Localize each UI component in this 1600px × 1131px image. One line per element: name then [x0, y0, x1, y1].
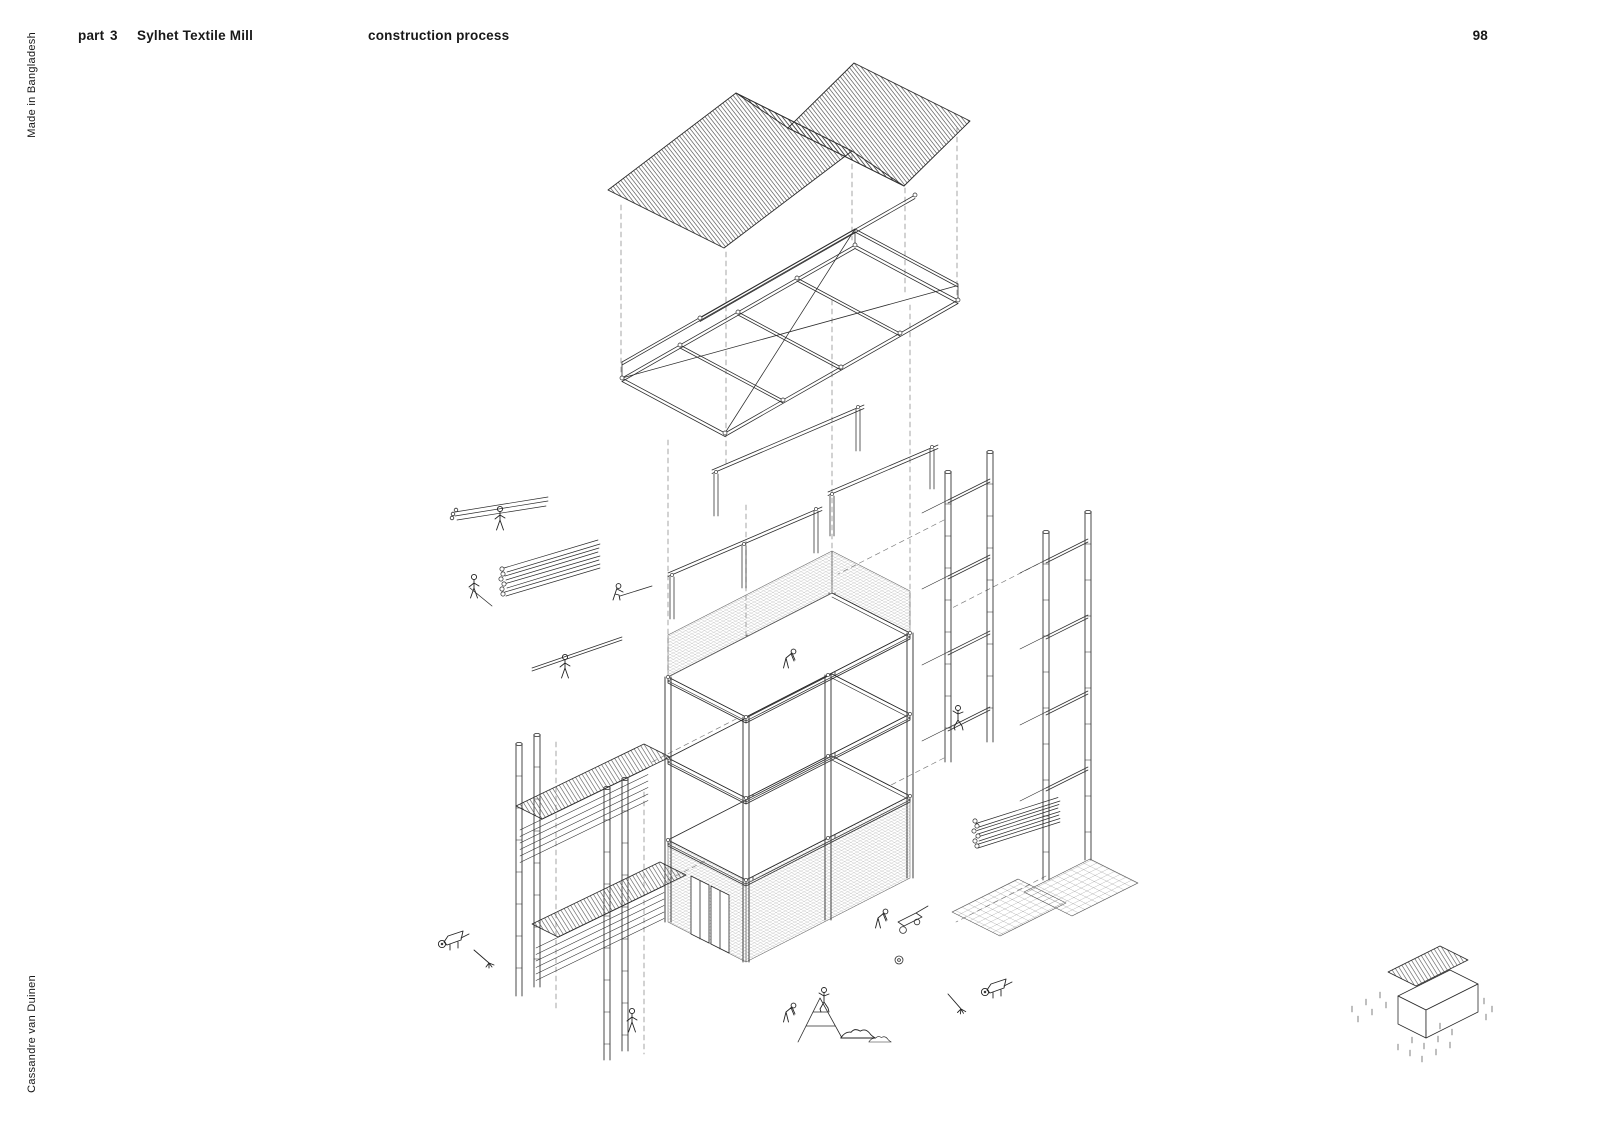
- wheelbarrow-left: [437, 930, 495, 969]
- ground-stakes: [1351, 991, 1493, 1063]
- building-frame: [664, 550, 914, 963]
- header-part-label: part: [78, 28, 105, 43]
- worker-at-columns: [626, 1007, 638, 1033]
- header-part-number: 3: [110, 28, 118, 43]
- worker-carrying-bundle: [449, 496, 549, 531]
- wheelbarrow-right: [945, 978, 1013, 1016]
- header-page-number: 98: [1472, 28, 1488, 43]
- header-section-title: construction process: [368, 28, 510, 43]
- workers-and-equipment: [437, 496, 1013, 1043]
- worker-with-mixer: [875, 905, 929, 965]
- worker-crouching: [612, 583, 653, 601]
- roof-sheeting: [607, 62, 971, 249]
- bamboo-mats: [951, 858, 1139, 937]
- entrance-door: [690, 875, 730, 954]
- worker-with-stick: [468, 573, 493, 607]
- left-scaffold: [515, 733, 687, 1061]
- worker-carrying-pole: [531, 636, 623, 679]
- beam-bents: [667, 404, 939, 620]
- bamboo-pile-right: [971, 797, 1061, 849]
- roof-truss: [619, 192, 961, 437]
- footing-detail: [1351, 945, 1493, 1063]
- workers-at-trestle: [783, 987, 892, 1043]
- shelf-panel-lower: [531, 861, 687, 981]
- shelf-panel-upper: [515, 743, 671, 863]
- right-column-frames: [921, 449, 1092, 881]
- header-project-title: Sylhet Textile Mill: [137, 28, 254, 43]
- bamboo-pile-left: [498, 539, 601, 597]
